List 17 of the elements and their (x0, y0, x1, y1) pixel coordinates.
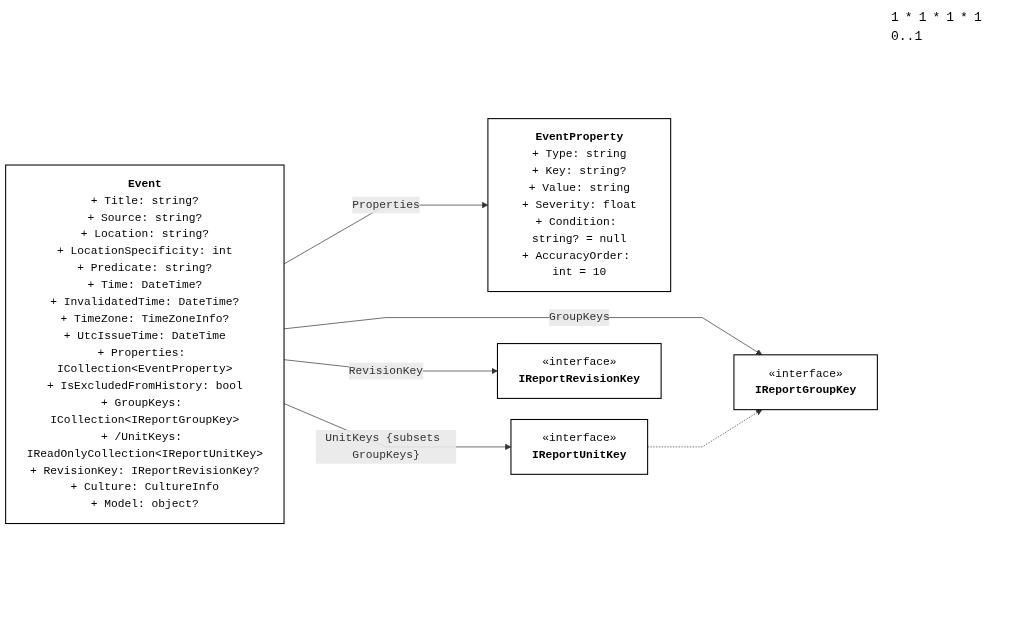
multiplicity-label: 1 (946, 10, 955, 25)
multiplicity-label: 1 (973, 10, 982, 25)
edge-label: Properties (352, 198, 420, 212)
multiplicity-label: 1 (918, 10, 927, 25)
multiplicity-label: 0..1 (891, 29, 923, 44)
node-box: «interface» IReportRevisionKey (496, 342, 662, 399)
multiplicity-label: * (904, 10, 913, 25)
node-box: EventProperty + Type: string + Key: string? + Value: string + Severity: float + Condition: string? = null + AccuracyOrder: int = 10 (487, 118, 672, 292)
edge-label: RevisionKey (348, 364, 424, 378)
multiplicity-label: * (960, 10, 968, 25)
node-box: «interface» IReportGroupKey (733, 354, 878, 411)
multiplicity-label: * (932, 10, 941, 25)
edge-label: GroupKeys (548, 311, 610, 324)
node-box: Event + Title: string? + Source: string? + Location: string? + LocationSpecificity: int + Predicate: string? + Time: DateTime? + InvalidatedTime: DateTime? + TimeZone: TimeZoneInfo? + UtcIssueTime: DateTime + Properties: ICollection<EventProperty> + IsExcludedFromHistory: bool + GroupKeys: ICollection<IReportGroupKey> + /UnitKeys: IReadOnlyCollection<IReportUnitKey> + RevisionKey: IReportRevisionKey? + Culture: CultureInfo + Model: object? (5, 164, 285, 524)
multiplicity-label: 1 (891, 10, 899, 25)
node-box: «interface» IReportUnitKey (510, 418, 649, 475)
edge-label: UnitKeys {subsets GroupKeys} (325, 432, 440, 462)
